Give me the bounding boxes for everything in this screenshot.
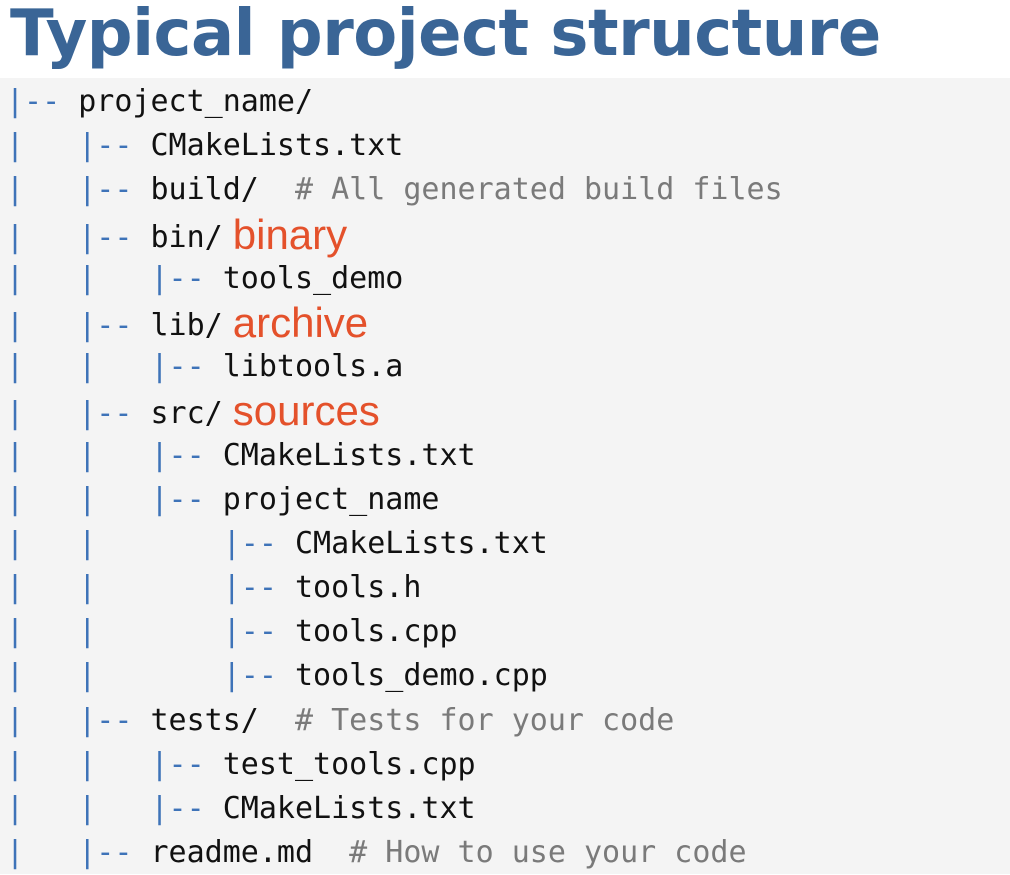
tree-line: |-- project_name/ — [6, 80, 783, 124]
tree-entry-name: build/ — [150, 172, 259, 208]
tree-line: | |-- src/sources — [6, 389, 783, 433]
tree-connector: | | |-- — [6, 614, 295, 650]
tree-line: | |-- lib/archive — [6, 298, 783, 346]
tree-connector: | |-- — [6, 219, 151, 255]
tree-entry-name: libtools.a — [222, 349, 404, 385]
tree-line: | |-- build/ # All generated build files — [6, 168, 783, 212]
tree-connector: | | |-- — [6, 525, 295, 561]
tree-connector: | |-- — [6, 396, 151, 432]
folder-annotation: archive — [232, 298, 369, 346]
code-comment: # How to use your code — [313, 835, 747, 871]
tree-connector: | |-- — [6, 128, 151, 164]
tree-line: | | |-- tools.cpp — [6, 610, 783, 654]
code-comment: # All generated build files — [258, 172, 783, 208]
tree-connector: | |-- — [6, 835, 151, 871]
folder-annotation: binary — [232, 210, 348, 258]
tree-line: | |-- tests/ # Tests for your code — [6, 699, 783, 743]
directory-tree: |-- project_name/| |-- CMakeLists.txt| |… — [6, 80, 783, 875]
tree-line: | |-- readme.md # How to use your code — [6, 831, 783, 875]
tree-line: | | |-- tools_demo.cpp — [6, 654, 783, 698]
tree-line: | | |-- CMakeLists.txt — [6, 522, 783, 566]
tree-entry-name: tests/ — [150, 702, 259, 738]
tree-line: | | |-- project_name — [6, 478, 783, 522]
tree-entry-name: CMakeLists.txt — [294, 525, 548, 561]
tree-entry-name: readme.md — [150, 835, 314, 871]
tree-line: | | |-- CMakeLists.txt — [6, 434, 783, 478]
code-comment: # Tests for your code — [258, 702, 675, 738]
folder-annotation: sources — [232, 387, 380, 435]
tree-line: | | |-- test_tools.cpp — [6, 743, 783, 787]
tree-line: | |-- CMakeLists.txt — [6, 124, 783, 168]
tree-line: | | |-- tools_demo — [6, 257, 783, 301]
code-block: |-- project_name/| |-- CMakeLists.txt| |… — [0, 78, 1010, 874]
tree-entry-name: tools_demo.cpp — [294, 658, 548, 694]
tree-entry-name: CMakeLists.txt — [150, 128, 404, 164]
tree-entry-name: tools.h — [294, 570, 422, 606]
tree-entry-name: tools.cpp — [294, 614, 458, 650]
tree-connector: | |-- — [6, 307, 151, 343]
tree-connector: | | |-- — [6, 260, 223, 296]
tree-line: | |-- bin/binary — [6, 210, 783, 258]
tree-entry-name: bin/ — [150, 219, 223, 255]
tree-connector: | |-- — [6, 172, 151, 208]
tree-entry-name: CMakeLists.txt — [222, 437, 476, 473]
tree-entry-name: test_tools.cpp — [222, 746, 476, 782]
tree-connector: |-- — [6, 84, 79, 119]
tree-connector: | | |-- — [6, 481, 223, 517]
tree-connector: | | |-- — [6, 746, 223, 782]
tree-entry-name: project_name/ — [78, 84, 314, 119]
tree-connector: | | |-- — [6, 437, 223, 473]
tree-connector: | | |-- — [6, 658, 295, 694]
tree-connector: | | |-- — [6, 349, 223, 385]
tree-line: | | |-- tools.h — [6, 566, 783, 610]
tree-entry-name: project_name — [222, 481, 440, 517]
tree-entry-name: tools_demo — [222, 260, 404, 296]
page-title: Typical project structure — [10, 0, 881, 71]
tree-line: | | |-- libtools.a — [6, 345, 783, 389]
tree-entry-name: lib/ — [150, 307, 223, 343]
tree-connector: | | |-- — [6, 570, 295, 606]
tree-entry-name: CMakeLists.txt — [222, 791, 476, 826]
tree-connector: | | |-- — [6, 791, 223, 826]
tree-entry-name: src/ — [150, 396, 223, 432]
tree-line: | | |-- CMakeLists.txt — [6, 787, 783, 831]
tree-connector: | |-- — [6, 702, 151, 738]
